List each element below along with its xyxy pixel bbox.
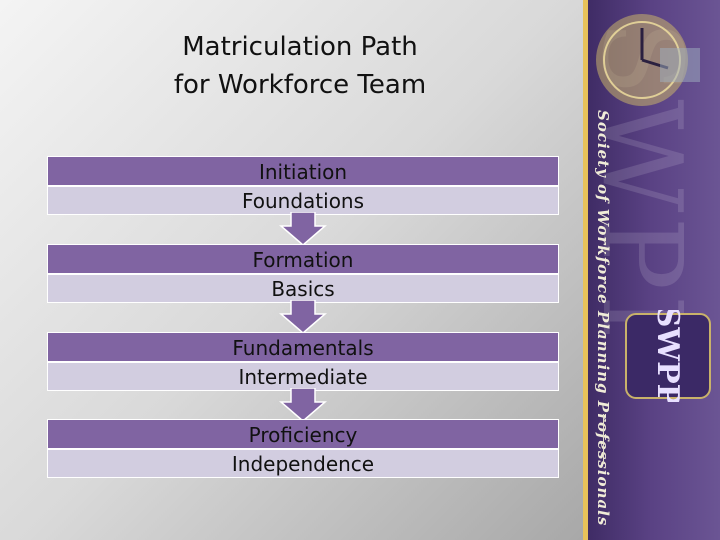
stage-2-header-bar	[47, 244, 559, 274]
stage-4-title: Proficiency	[248, 423, 358, 447]
stage-4: Proficiency Independence	[47, 419, 559, 478]
stage-3-detail-bar	[47, 362, 559, 391]
organization-name: Society of Workforce Planning Profession…	[594, 110, 612, 527]
sidebar-divider-line	[603, 414, 604, 464]
slide-title: Matriculation Path for Workforce Team	[100, 28, 500, 104]
svg-text:SWPP: SWPP	[650, 310, 685, 402]
stage-2-subtitle: Basics	[271, 277, 335, 301]
down-arrow-icon	[279, 300, 327, 334]
swpp-logo: SWPP	[625, 310, 711, 402]
stage-3: Fundamentals Intermediate	[47, 332, 559, 391]
stage-1-header-bar	[47, 156, 559, 186]
down-arrow-icon	[279, 388, 327, 422]
down-arrow-icon	[279, 212, 327, 246]
stage-1-detail-bar	[47, 186, 559, 215]
stage-1-subtitle: Foundations	[241, 189, 365, 213]
stage-2-title: Formation	[252, 248, 354, 272]
stage-1-title: Initiation	[258, 160, 348, 184]
stage-1: Initiation Foundations	[47, 156, 559, 215]
clock-emblem-icon	[596, 14, 700, 106]
stage-3-header-bar	[47, 332, 559, 362]
stage-2: Formation Basics	[47, 244, 559, 303]
sidebar-gold-stripe	[583, 0, 588, 540]
stage-4-detail-bar	[47, 449, 559, 478]
stage-3-title: Fundamentals	[232, 336, 374, 360]
stage-4-header-bar	[47, 419, 559, 449]
stage-3-subtitle: Intermediate	[238, 365, 368, 389]
slide-title-line-1: Matriculation Path	[182, 32, 418, 62]
stage-4-subtitle: Independence	[231, 452, 375, 476]
slide-title-line-2: for Workforce Team	[173, 70, 427, 100]
